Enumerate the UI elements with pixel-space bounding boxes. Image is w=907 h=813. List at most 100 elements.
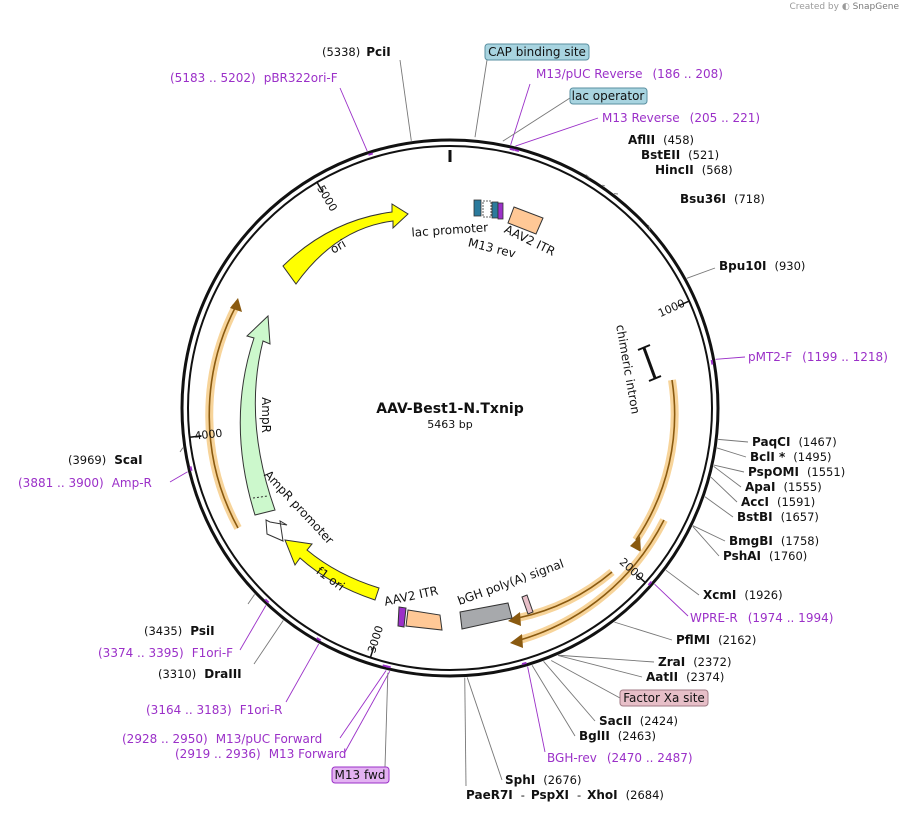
primer-f1ori-r: (3164 .. 3183)F1ori-R xyxy=(146,703,283,717)
enzyme-apai: ApaI(1555) xyxy=(745,480,822,494)
leader-line-19 xyxy=(531,664,576,737)
feature-label-ori: ori xyxy=(328,237,349,257)
primer-pmt2-f: pMT2-F(1199 .. 1218) xyxy=(748,350,888,364)
features xyxy=(239,199,662,631)
orf-arrow-2 xyxy=(510,634,523,648)
enzyme-bpu10i: Bpu10I(930) xyxy=(719,259,805,273)
enzyme-pcii: (5338)PciI xyxy=(322,45,391,59)
enzyme-pflmi: PflMI(2162) xyxy=(676,633,756,647)
leader-line-22 xyxy=(247,594,255,605)
enzyme-pspomi: PspOMI(1551) xyxy=(748,465,845,479)
feature-lac-promoter xyxy=(482,200,492,218)
box-connector-1 xyxy=(502,97,571,142)
enzyme-scai: (3969)ScaI xyxy=(68,453,143,467)
box-cap-binding-site-label: CAP binding site xyxy=(488,45,586,59)
primer-site-mark-28 xyxy=(710,359,714,365)
leader-lines xyxy=(169,59,749,787)
feature-aav2-itr-bottom xyxy=(405,609,443,631)
leader-line-21 xyxy=(464,677,467,787)
leader-line-28 xyxy=(715,356,746,360)
leader-line-10 xyxy=(710,476,738,503)
scale-tick-label-5000: 5000 xyxy=(314,183,339,214)
leader-line-31 xyxy=(339,670,387,739)
orf-arrow-1 xyxy=(630,536,641,552)
orf-arcs xyxy=(205,298,679,648)
feature-aav2-itr-top xyxy=(507,206,544,235)
leader-line-29 xyxy=(654,583,689,617)
leader-line-9 xyxy=(713,465,742,488)
orf-arc-1 xyxy=(635,379,676,541)
leader-line-30 xyxy=(527,666,546,753)
feature-lac-operator-block xyxy=(491,201,499,219)
box-factor-xa-site-label: Factor Xa site xyxy=(623,691,705,705)
feature-label-chimeric-intron: chimeric intron xyxy=(613,323,643,415)
leader-line-16 xyxy=(558,654,655,663)
feature-f1-ori xyxy=(284,539,380,601)
leader-line-25 xyxy=(339,87,368,152)
enzyme-xcmi: XcmI(1926) xyxy=(703,588,783,602)
primer-labels: (5183 .. 5202)pBR322ori-F M13/pUC Revers… xyxy=(18,67,888,765)
primer-site-mark-25 xyxy=(368,152,374,156)
backbone-outer-ring xyxy=(180,138,720,678)
snapgene-logo-icon: ◐ xyxy=(841,2,850,12)
box-connector-3 xyxy=(384,672,389,768)
scale-tick-1000 xyxy=(677,300,690,307)
leader-line-14 xyxy=(665,569,700,596)
primer-m13-forward: (2919 .. 2936)M13 Forward xyxy=(175,747,346,761)
boxed-labels: CAP binding site lac operator Factor Xa … xyxy=(331,43,709,784)
scale-tick-4000 xyxy=(189,435,202,438)
leader-line-13 xyxy=(692,525,720,557)
leader-line-15 xyxy=(614,621,673,641)
feature-bgh-polya xyxy=(459,602,513,630)
leader-line-35 xyxy=(169,471,188,483)
leader-line-18 xyxy=(543,660,596,722)
enzyme-acci: AccI(1591) xyxy=(741,495,815,509)
enzyme-bglii: BglII(2463) xyxy=(579,729,656,743)
orf-arrow-3 xyxy=(508,612,521,626)
enzyme-aflii: AflII(458) xyxy=(628,133,694,147)
credit-prefix: Created by xyxy=(789,2,839,12)
box-lac-operator-label: lac operator xyxy=(572,89,645,103)
leader-line-33 xyxy=(285,643,320,703)
enzyme-multi-site: PaeR7I-PspXI-XhoI(2684) xyxy=(466,788,664,802)
scale-tick-label-4000: 4000 xyxy=(194,427,223,443)
plasmid-size: 5463 bp xyxy=(427,418,472,431)
enzyme-psii: (3435)PsiI xyxy=(144,624,215,638)
primer-m13-reverse: M13 Reverse(205 .. 221) xyxy=(602,111,760,125)
primer-m13-puc-forward: (2928 .. 2950)M13/pUC Forward xyxy=(122,732,322,746)
primer-site-mark-34 xyxy=(264,598,270,604)
feature-m13-rev-block xyxy=(497,202,504,220)
credit-brand: SnapGene xyxy=(852,2,899,12)
leader-line-20 xyxy=(466,677,503,781)
primer-site-mark-29 xyxy=(647,580,653,586)
box-connector-0 xyxy=(474,59,488,138)
snapgene-credit: Created by ◐ SnapGene xyxy=(789,2,899,12)
feature-label-ampr: AmpR xyxy=(259,397,273,433)
box-cap-binding-site xyxy=(484,43,590,61)
primer-wpre-r: WPRE-R(1974 .. 1994) xyxy=(690,611,833,625)
leader-line-23 xyxy=(253,620,284,665)
leader-line-1 xyxy=(585,174,591,179)
enzyme-draiii: (3310)DraIII xyxy=(158,667,242,681)
leader-line-2 xyxy=(602,184,606,187)
feature-ampr-promoter xyxy=(265,519,288,542)
leader-line-32 xyxy=(344,670,391,753)
box-m13-fwd xyxy=(331,766,390,784)
primer-pbr322ori-f: (5183 .. 5202)pBR322ori-F xyxy=(170,71,338,85)
leader-line-5 xyxy=(686,267,716,279)
enzyme-sacii: SacII(2424) xyxy=(599,714,678,728)
backbone-inner-ring xyxy=(187,145,713,671)
orf-arc-3 xyxy=(517,571,613,619)
enzyme-pshai: PshAI(1760) xyxy=(723,549,807,563)
ampr-junction xyxy=(252,495,269,499)
leader-line-26 xyxy=(510,83,531,146)
orf-arc-2 xyxy=(519,519,665,641)
primer-site-mark-33 xyxy=(316,637,322,642)
leader-line-12 xyxy=(692,525,726,542)
enzyme-bsu36i: Bsu36I(718) xyxy=(680,192,765,206)
enzyme-hincii: HincII(568) xyxy=(655,163,733,177)
primer-m13-puc-reverse: M13/pUC Reverse(186 .. 208) xyxy=(536,67,723,81)
primer-bgh-rev: BGH-rev(2470 .. 2487) xyxy=(547,751,693,765)
enzyme-bmgbi: BmgBI(1758) xyxy=(729,534,819,548)
